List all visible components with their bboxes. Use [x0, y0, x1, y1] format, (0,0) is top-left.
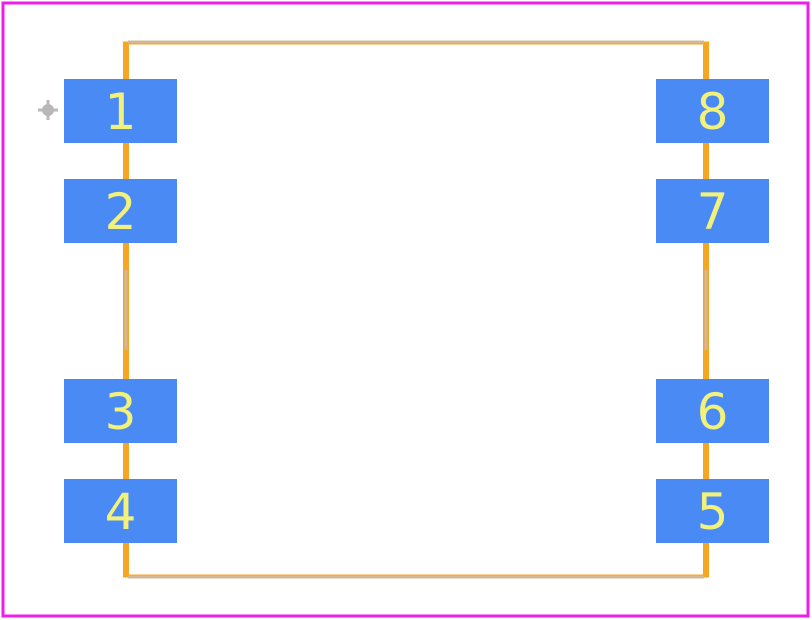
pad-rect: [656, 379, 769, 443]
pad-rect: [656, 479, 769, 543]
pad-label: 2: [105, 183, 137, 241]
pad-rect: [64, 179, 177, 243]
pad-rect: [64, 379, 177, 443]
pad-1: 1: [64, 79, 177, 143]
silkscreen-outline: [124, 40, 708, 579]
pad-rect: [64, 479, 177, 543]
component-body-outline: [123, 41, 709, 578]
pad-5: 5: [656, 479, 769, 543]
pad-6: 6: [656, 379, 769, 443]
pad-2: 2: [64, 179, 177, 243]
pad-label: 1: [105, 83, 137, 141]
pad-rect: [656, 79, 769, 143]
pad-rect: [64, 79, 177, 143]
pad-label: 3: [105, 383, 137, 441]
pad-8: 8: [656, 79, 769, 143]
pads-group: 1 2 3 4 8 7 6 5: [64, 79, 769, 543]
pad-label: 6: [697, 383, 729, 441]
pad-rect: [656, 179, 769, 243]
pad-label: 4: [105, 483, 137, 541]
pin1-marker-icon: [38, 100, 58, 120]
pad-label: 7: [697, 183, 729, 241]
pad-7: 7: [656, 179, 769, 243]
pad-label: 8: [697, 83, 729, 141]
pad-4: 4: [64, 479, 177, 543]
pad-label: 5: [697, 483, 729, 541]
pad-3: 3: [64, 379, 177, 443]
